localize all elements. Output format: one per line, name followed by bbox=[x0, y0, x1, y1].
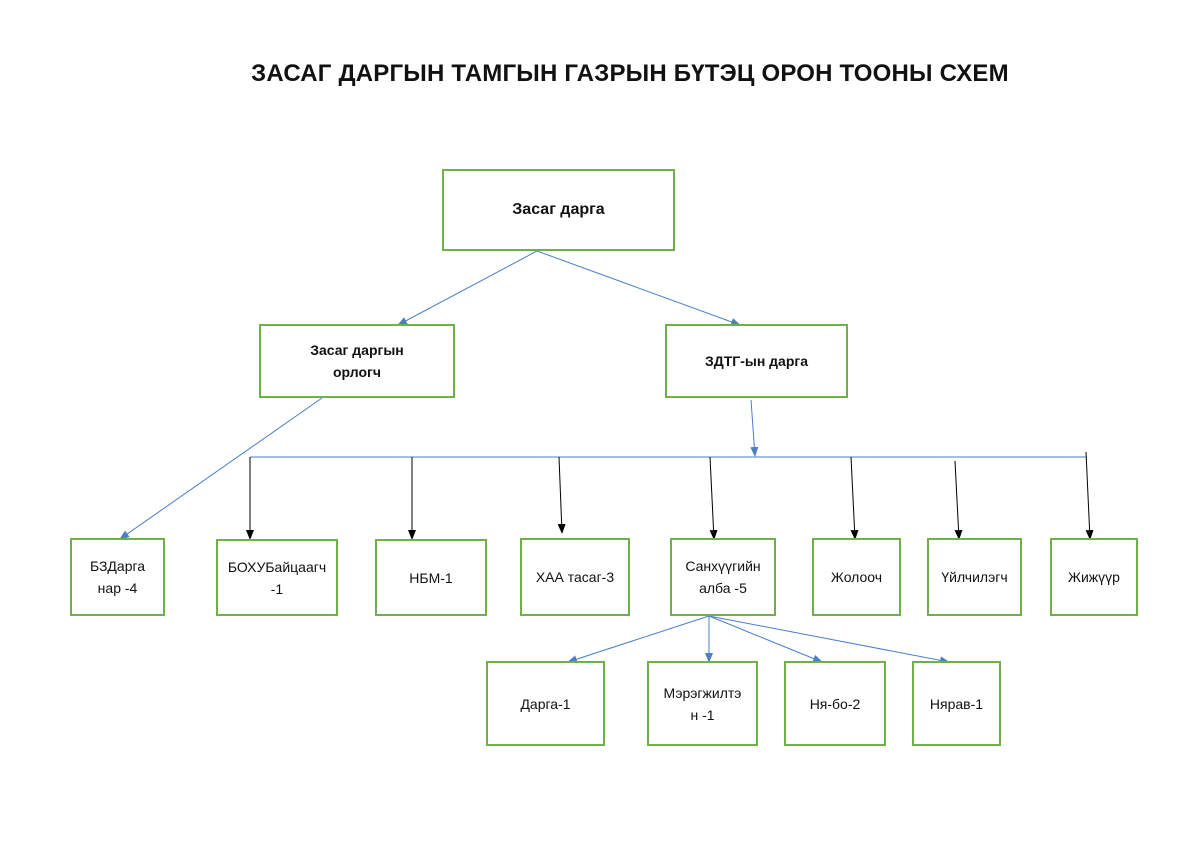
node-bokhu-inspector: БОХУБайцаагч -1 bbox=[216, 539, 338, 616]
node-service-worker: Үйлчилэгч bbox=[927, 538, 1022, 616]
node-label: БОХУБайцаагч -1 bbox=[227, 558, 327, 597]
node-finance-accountant: Ня-бо-2 bbox=[784, 661, 886, 746]
node-deputy-governor: Засаг даргын орлогч bbox=[259, 324, 455, 398]
connector-drop-driver bbox=[850, 456, 859, 540]
node-bz-darga: БЗДарга нар -4 bbox=[70, 538, 165, 616]
connector-fin-head bbox=[567, 615, 710, 664]
connector-deputy-bz bbox=[119, 397, 323, 540]
node-label: Ня-бо-2 bbox=[809, 695, 861, 712]
node-label: Засаг дарга bbox=[512, 201, 605, 218]
page-title: ЗАСАГ ДАРГЫН ТАМГЫН ГАЗРЫН БҮТЭЦ ОРОН ТО… bbox=[251, 60, 1009, 87]
node-driver: Жолооч bbox=[812, 538, 901, 616]
node-nbm: НБМ-1 bbox=[375, 539, 487, 616]
node-khaa-section: ХАА тасаг-3 bbox=[520, 538, 630, 616]
connector-root-chief bbox=[536, 250, 741, 326]
node-label: Жолооч bbox=[830, 569, 883, 585]
node-label: Нярав-1 bbox=[929, 695, 984, 712]
connector-fin-accountant bbox=[708, 615, 823, 663]
connector-drop-khaa bbox=[557, 456, 566, 534]
connector-fin-storekeeper bbox=[708, 615, 950, 665]
connector-root-deputy bbox=[397, 250, 538, 326]
node-chief-of-staff: ЗДТГ-ын дарга bbox=[665, 324, 848, 398]
node-label: Дарга-1 bbox=[520, 695, 571, 712]
node-label: ХАА тасаг-3 bbox=[535, 569, 615, 585]
node-label: БЗДарга нар -4 bbox=[89, 558, 146, 596]
node-finance-specialist: Мэрэгжилтэ н -1 bbox=[647, 661, 758, 746]
node-label: Засаг даргын орлогч bbox=[310, 342, 404, 380]
connector-drop-janitor bbox=[1085, 451, 1094, 540]
node-label: Жижүүр bbox=[1068, 569, 1120, 585]
connector-drop-service bbox=[954, 460, 963, 540]
node-janitor: Жижүүр bbox=[1050, 538, 1138, 616]
node-finance-head: Дарга-1 bbox=[486, 661, 605, 746]
node-zasag-darga: Засаг дарга bbox=[442, 169, 675, 251]
node-label: Мэрэгжилтэ н -1 bbox=[663, 684, 742, 723]
node-label: НБМ-1 bbox=[409, 569, 453, 586]
node-label: ЗДТГ-ын дарга bbox=[704, 353, 809, 369]
node-finance-storekeeper: Нярав-1 bbox=[912, 661, 1001, 746]
connector-drop-finance bbox=[709, 456, 718, 540]
node-label: Үйлчилэгч bbox=[941, 569, 1008, 585]
node-label: Санхүүгийн алба -5 bbox=[685, 558, 761, 596]
connector-chief-bus bbox=[750, 399, 759, 457]
node-finance-unit: Санхүүгийн алба -5 bbox=[670, 538, 776, 616]
